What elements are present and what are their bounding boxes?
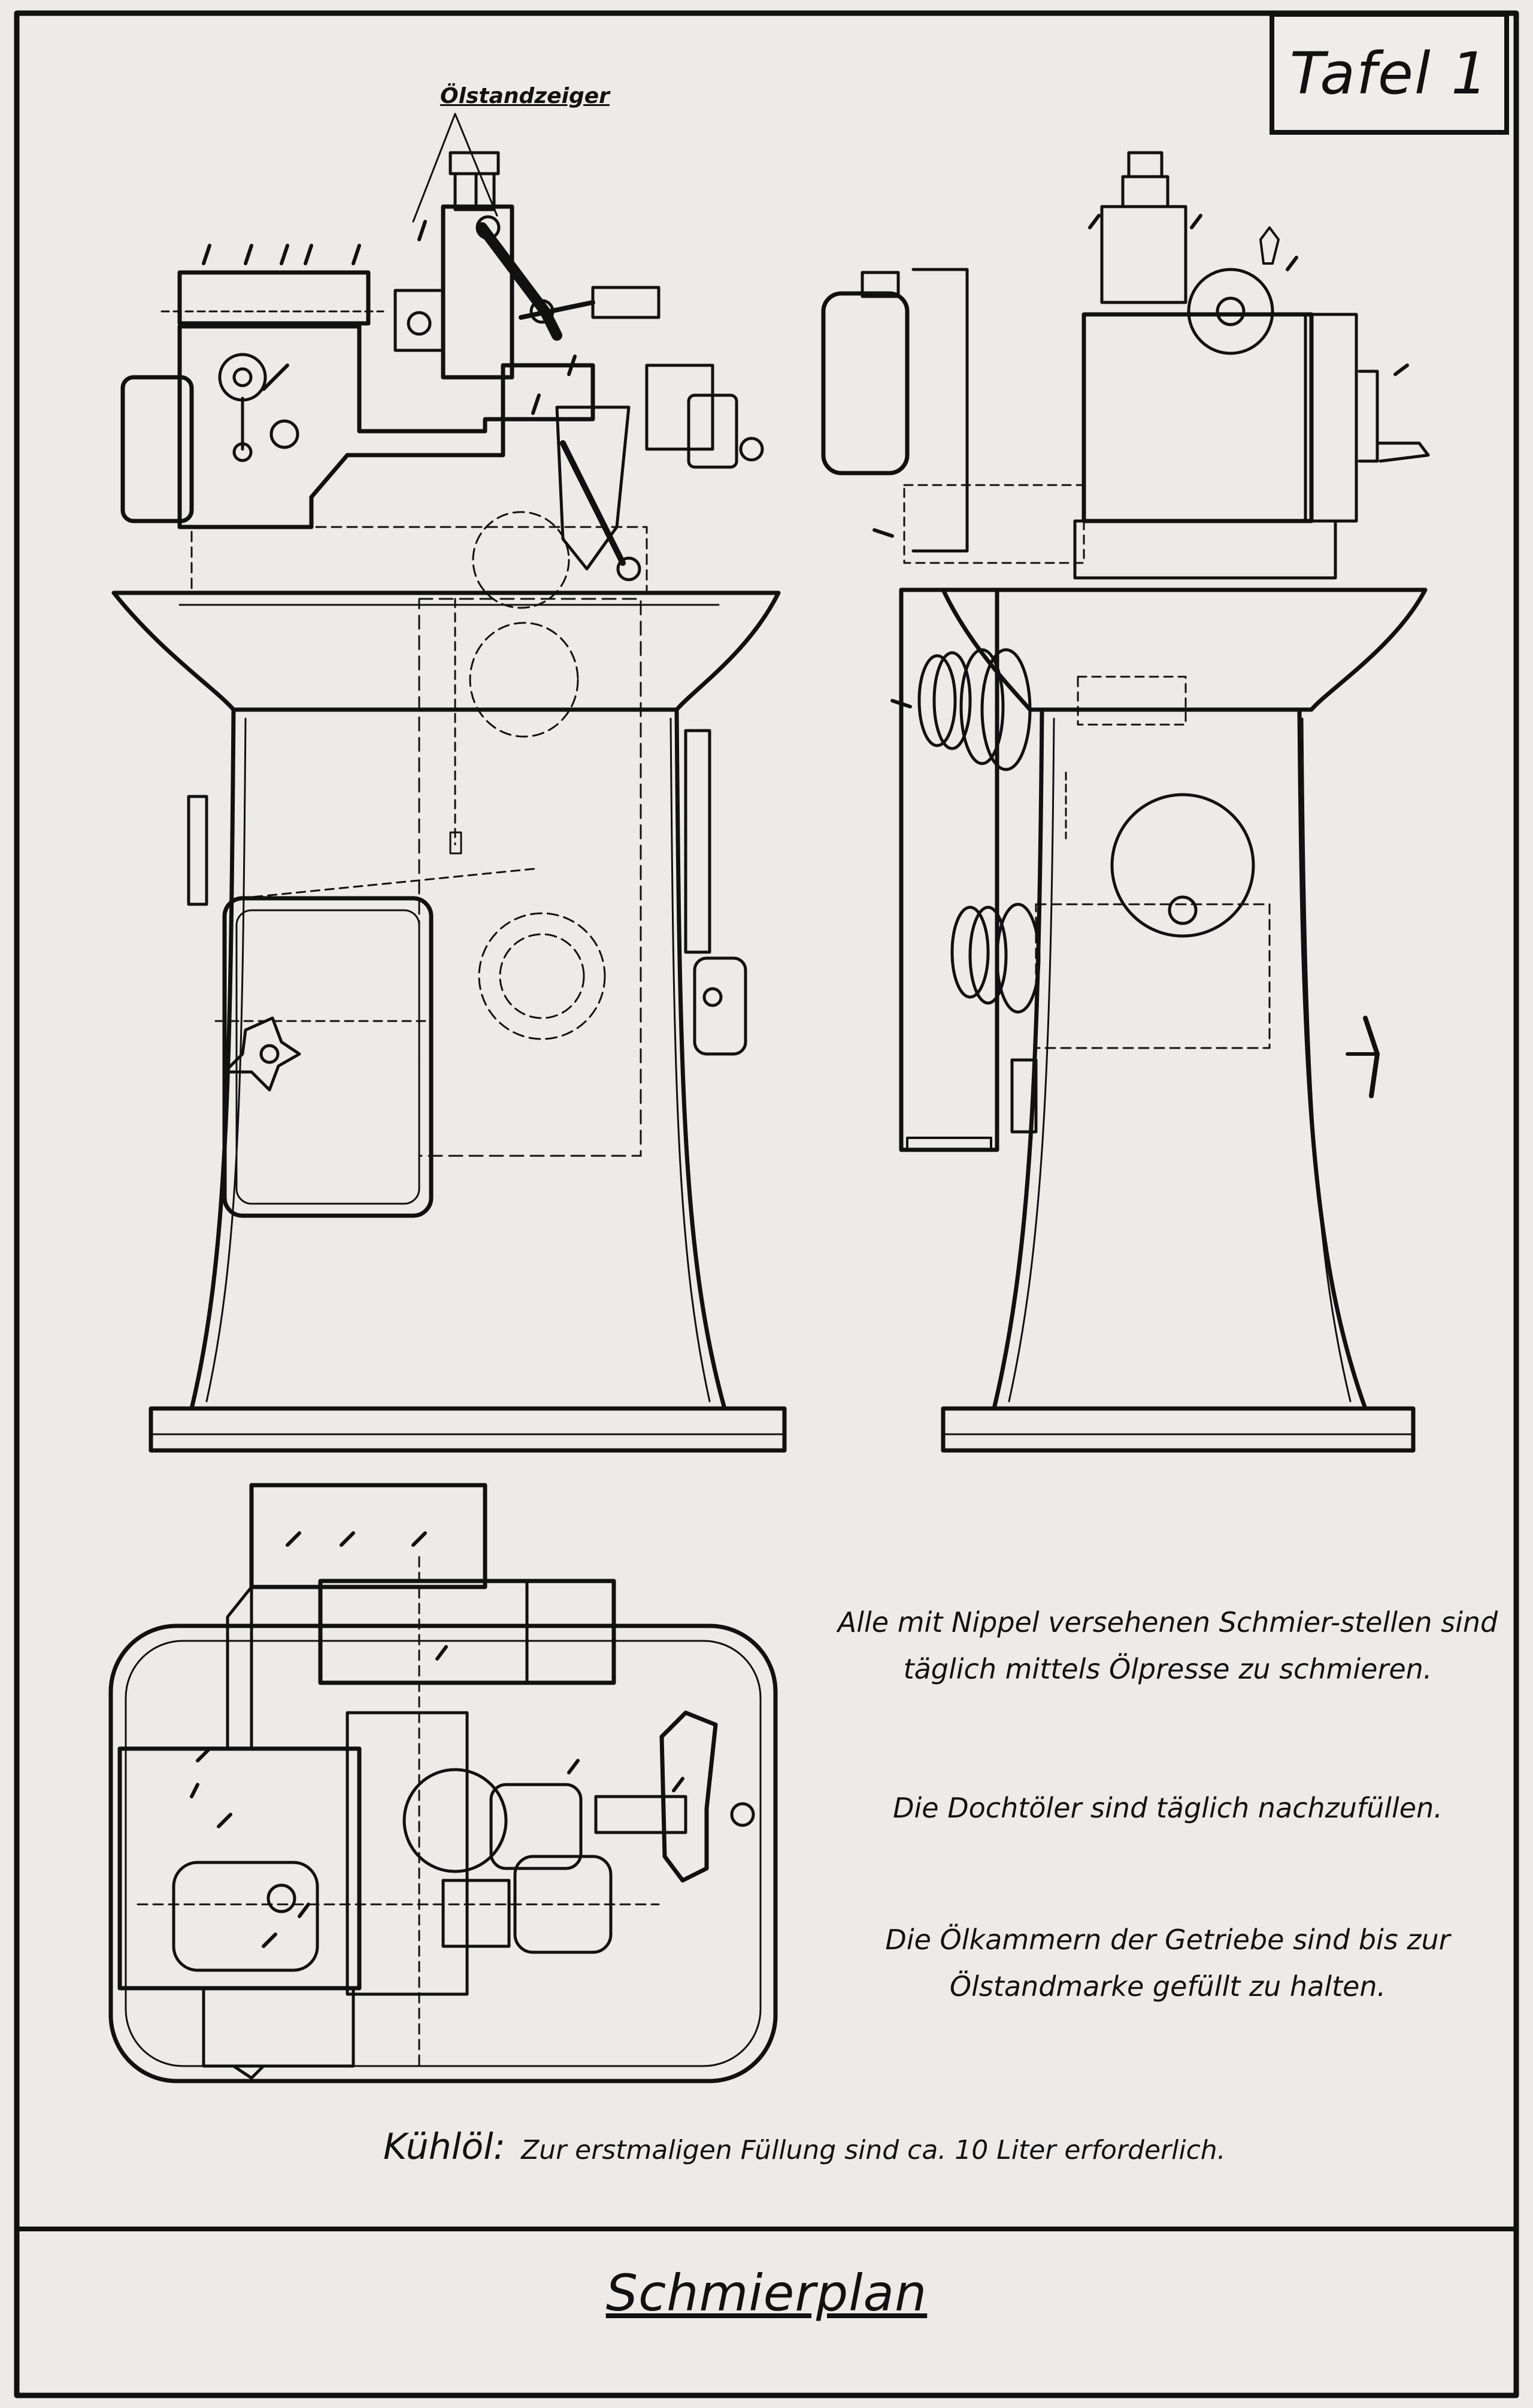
- motor-cap: [120, 375, 194, 523]
- motor: [1110, 793, 1255, 938]
- oil-level-knob: [449, 151, 500, 175]
- coolant-note: Kühlöl: Zur erstmaligen Füllung sind ca. …: [383, 2126, 1226, 2168]
- base-plate-side: [941, 1406, 1416, 1453]
- handwheel: [1187, 268, 1274, 355]
- gearbox-top: [177, 270, 371, 326]
- drawing-title-block: Schmierplan: [0, 2264, 1533, 2322]
- swing-lever: [659, 1710, 718, 1883]
- motor-plan: [172, 1861, 319, 1972]
- side-elevation-view: [821, 151, 1430, 1453]
- oil-level-indicator-callout: Ölstandzeiger: [440, 84, 610, 108]
- plan-view: [108, 1483, 778, 2083]
- drawing-title: Schmierplan: [605, 2264, 928, 2322]
- sheet-label: Tafel 1: [1270, 12, 1509, 135]
- front-elevation-view: [111, 151, 787, 1453]
- top-block: [249, 1483, 487, 1589]
- coolant-text: Zur erstmaligen Füllung sind ca. 10 Lite…: [521, 2135, 1226, 2165]
- sheet-label-text: Tafel 1: [1289, 40, 1489, 107]
- headstock: [177, 324, 595, 529]
- outer-border: [14, 10, 1519, 2398]
- access-door: [222, 896, 434, 1218]
- door-handle: [223, 1016, 301, 1092]
- coolant-title: Kühlöl:: [383, 2126, 506, 2168]
- base-outline: [108, 1623, 778, 2083]
- pulley-upper: [917, 648, 1032, 771]
- chip-bowl: [111, 590, 781, 712]
- gear-head: [1081, 312, 1314, 523]
- side-housing: [693, 956, 747, 1056]
- base-plate: [149, 1406, 787, 1453]
- note-wick-oilers: Die Dochtöler sind täglich nachzufüllen.: [893, 1792, 1443, 1824]
- pulley-lower: [950, 902, 1041, 1014]
- callout-leader: [412, 113, 456, 223]
- oil-tank: [821, 291, 910, 475]
- belt-guard: [899, 587, 999, 1152]
- note-grease-nipples: Alle mit Nippel versehenen Schmier-stell…: [837, 1606, 1498, 1685]
- callout-leader-2: [454, 113, 498, 217]
- cross-arm: [318, 1579, 616, 1685]
- note-oil-chambers: Die Ölkammern der Getriebe sind bis zur …: [885, 1924, 1450, 2003]
- column-body: [189, 707, 727, 1411]
- chip-bowl-side: [941, 587, 1428, 712]
- headstock-plan: [117, 1746, 362, 1991]
